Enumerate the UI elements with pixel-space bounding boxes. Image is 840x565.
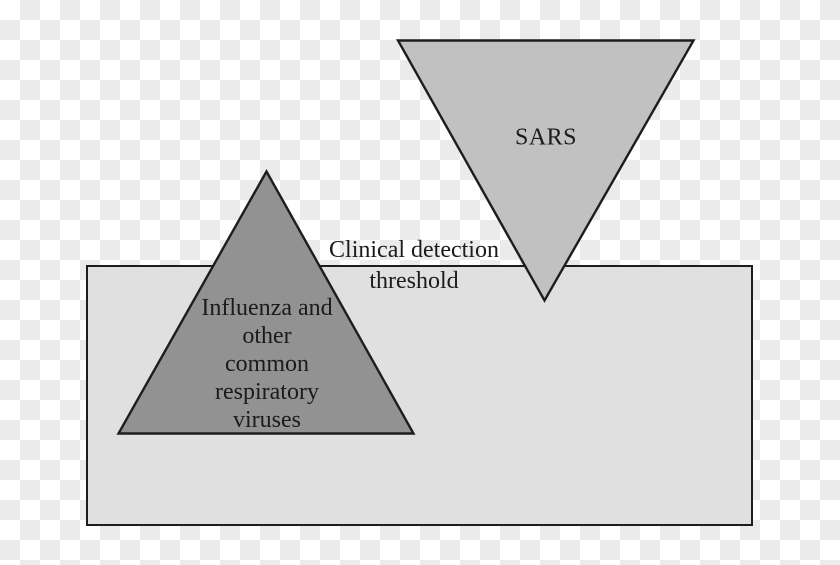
influenza-label-line: viruses [232, 407, 301, 433]
influenza-label-line: Influenza and [201, 295, 333, 321]
influenza-label-line: other [242, 323, 292, 349]
influenza-label-line: common [224, 351, 309, 377]
threshold-label-line2: threshold [369, 268, 459, 294]
threshold-label-line1: Clinical detection [329, 237, 499, 263]
influenza-label: Influenza and other common respiratory v… [201, 294, 332, 434]
sars-triangle [395, 39, 696, 303]
threshold-label: Clinical detection threshold [329, 235, 499, 297]
sars-label: SARS [514, 124, 578, 151]
influenza-triangle [116, 169, 416, 435]
influenza-label-line: respiratory [215, 379, 319, 405]
